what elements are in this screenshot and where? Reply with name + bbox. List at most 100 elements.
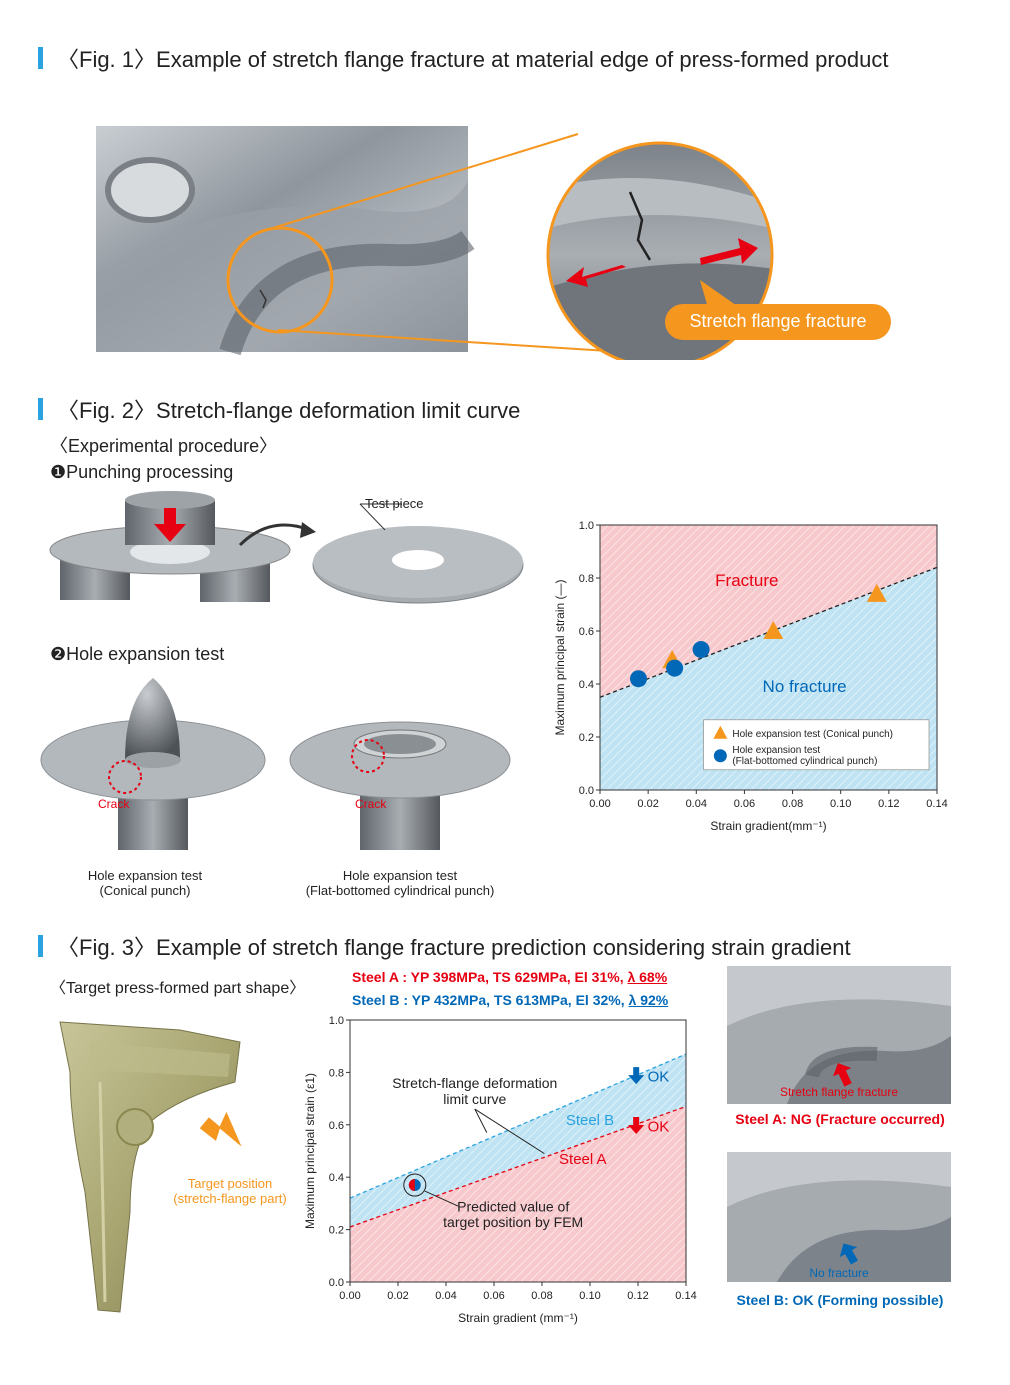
x-tick-label: 0.00 [339,1290,360,1302]
curve-pointer-a [474,1108,545,1155]
crack-label-flat: Crack [355,797,387,811]
steel-b-spec-text: Steel B : YP 432MPa, TS 613MPa, El 32%, [352,992,629,1008]
y-tick-label: 0.6 [579,626,594,638]
triangle-point [763,621,784,639]
x-tick-label: 0.04 [686,798,707,810]
y-axis-label: Maximum principal strain (ε1) [303,1073,317,1229]
caption-flat-line1: Hole expansion test [342,868,458,883]
fracture-region-label: Fracture [715,571,778,590]
target-position-line2: (stretch-flange part) [173,1191,287,1206]
caption-flat-line2: (Flat-bottomed cylindrical punch) [305,883,495,898]
steel-a-photo [727,966,951,1104]
tension-arrow-right-icon [700,238,758,265]
steel-b-spec: Steel B : YP 432MPa, TS 613MPa, El 32%, … [352,992,668,1008]
steel-b-lambda: λ 92% [628,992,669,1008]
hole-expansion-illustration [40,678,511,850]
x-tick-label: 0.00 [589,798,610,810]
x-tick-label: 0.06 [734,798,755,810]
x-tick-label: 0.08 [531,1290,552,1302]
no-fracture-region-label: No fracture [763,677,847,696]
x-tick-label: 0.02 [637,798,658,810]
steel-b-label: Steel B [566,1112,614,1129]
punch-down-arrow-icon [154,508,186,542]
fig2-title-text: 〈Fig. 2〉Stretch-flange deformation limit… [57,398,521,423]
point-annotation-line1: Predicted value of [457,1198,569,1214]
fig1-title-text: 〈Fig. 1〉Example of stretch flange fractu… [57,47,889,72]
y-tick-label: 0.6 [329,1120,344,1132]
fig2-title: 〈Fig. 2〉Stretch-flange deformation limit… [38,393,520,425]
curve-pointer-b [474,1108,488,1133]
fracture-arrow-icon [833,1063,852,1087]
fracture-zone [600,525,937,698]
step1-heading: ❶Punching processing [50,462,234,482]
x-tick-label: 0.10 [830,798,851,810]
fracture-callout-label: Stretch flange fracture [689,311,867,331]
legend-triangle-icon [713,725,728,739]
fig1-title: 〈Fig. 1〉Example of stretch flange fractu… [38,42,889,74]
x-tick-label: 0.14 [926,798,947,810]
no-fracture-arrow-icon [839,1243,858,1265]
legend-box [703,719,930,771]
legend-circle-icon [713,749,727,763]
caption-conical-line1: Hole expansion test [87,868,203,883]
y-tick-label: 0.0 [329,1277,344,1289]
x-axis-label: Strain gradient (mm⁻¹) [458,1311,578,1325]
transfer-arrow-icon [300,522,316,538]
title-accent-bar [38,47,43,69]
plot-frame [599,524,938,791]
steel-a-label: Steel A [559,1151,607,1168]
target-part-illustration [59,1021,242,1313]
circle-point [692,641,710,659]
steel-b-caption: Steel B: OK (Forming possible) [736,1292,944,1308]
x-tick-label: 0.04 [435,1290,456,1302]
crack-ring-flat [351,739,385,773]
steel-a-zone [350,1106,686,1282]
fig1-focus-ring [226,226,334,334]
tension-arrow-left-icon [566,265,626,287]
test-piece-label: Test piece [365,496,424,511]
x-tick-label: 0.12 [878,798,899,810]
y-tick-label: 0.8 [579,573,594,585]
target-position-line1: Target position [187,1176,273,1191]
x-tick-label: 0.14 [675,1290,696,1302]
caption-conical: Hole expansion test (Conical punch) [45,868,245,898]
step2-heading: ❷Hole expansion test [50,644,225,664]
y-tick-label: 1.0 [579,520,594,532]
target-arrow-icon [199,1111,242,1147]
steel-b-limit-line [349,1053,687,1199]
x-axis-label: Strain gradient(mm⁻¹) [710,819,826,833]
y-tick-label: 0.0 [579,785,594,797]
y-tick-label: 0.8 [329,1067,344,1079]
triangle-point [866,583,887,602]
circle-point [630,670,648,688]
y-tick-label: 0.4 [579,679,594,691]
procedure-heading: 〈Experimental procedure〉 [50,436,278,456]
target-position-label: Target position (stretch-flange part) [165,1176,295,1206]
circle-point [666,659,684,677]
curve-annotation-line2: limit curve [443,1091,506,1107]
ok-label-b: OK [648,1069,670,1086]
curve-annotation-line1: Stretch-flange deformation [392,1075,557,1091]
fig1-zoom-ring [546,141,774,360]
y-tick-label: 0.4 [329,1172,344,1184]
punching-illustration [49,491,524,604]
legend-item-conical: Hole expansion test (Conical punch) [732,729,893,740]
fig3-title: 〈Fig. 3〉Example of stretch flange fractu… [38,930,851,962]
x-tick-label: 0.02 [387,1290,408,1302]
steel-a-lambda: λ 68% [627,969,668,985]
steel-a-spec-text: Steel A : YP 398MPa, TS 629MPa, El 31%, [352,969,628,985]
caption-flat: Hole expansion test (Flat-bottomed cylin… [275,868,525,898]
crack-label-conical: Crack [98,797,130,811]
crack-ring-conical [108,760,142,794]
ok-down-arrow-a-icon [628,1116,645,1134]
point-annotation-line2: target position by FEM [443,1214,583,1230]
steel-b-photo-label: No fracture [809,1266,869,1280]
y-tick-label: 0.2 [579,732,594,744]
predicted-ring [403,1173,427,1197]
legend-item-flat-line1: Hole expansion test [732,745,820,756]
steel-a-photo-label: Stretch flange fracture [779,1085,899,1099]
x-tick-label: 0.10 [579,1290,600,1302]
legend-item-flat-line2: (Flat-bottomed cylindrical punch) [732,756,877,767]
